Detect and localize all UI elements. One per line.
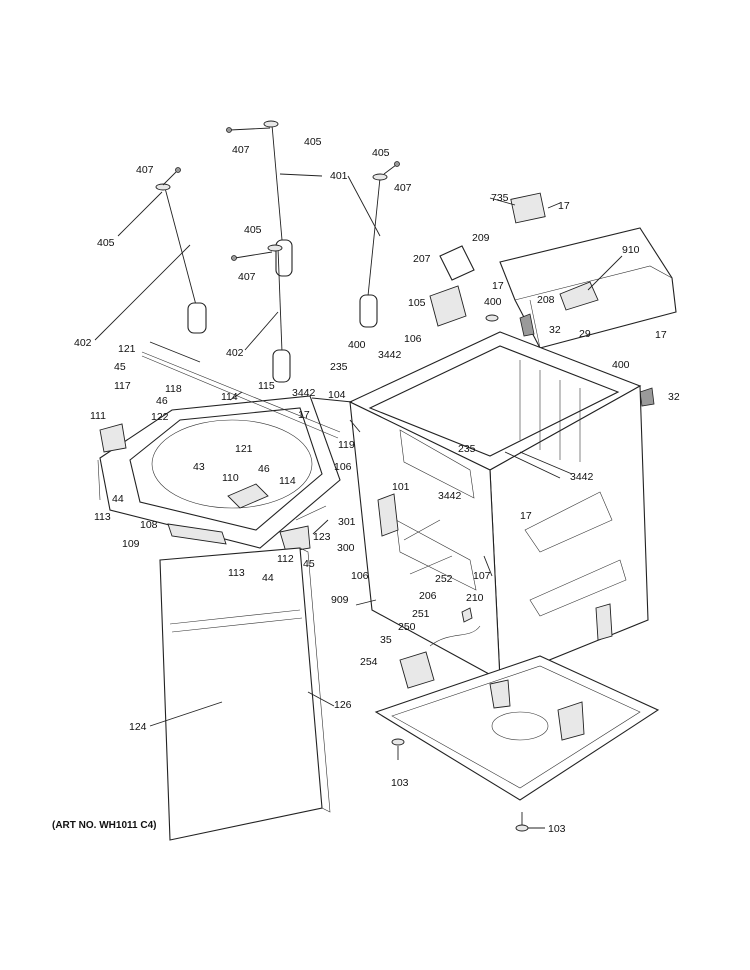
callout-105: 105 <box>408 297 426 309</box>
callout-121: 121 <box>118 343 136 355</box>
callout-17: 17 <box>492 280 504 292</box>
callout-46: 46 <box>258 463 270 475</box>
cabinet <box>348 331 649 681</box>
front-panel <box>159 547 331 841</box>
callout-300: 300 <box>337 542 355 554</box>
callout-252: 252 <box>435 573 453 585</box>
callout-29: 29 <box>579 328 591 340</box>
callout-103: 103 <box>548 823 566 835</box>
callout-405: 405 <box>97 237 115 249</box>
callout-122: 122 <box>151 411 169 423</box>
callout-3442: 3442 <box>438 490 462 502</box>
callout-115: 115 <box>258 380 275 392</box>
base-pan <box>374 607 660 832</box>
callout-405: 405 <box>304 136 322 148</box>
callout-114: 114 <box>279 475 296 487</box>
callout-110: 110 <box>222 472 239 484</box>
callout-107: 107 <box>473 570 491 582</box>
callout-17: 17 <box>298 409 310 421</box>
callout-45: 45 <box>303 558 315 570</box>
callout-43: 43 <box>193 461 205 473</box>
callout-206: 206 <box>419 590 437 602</box>
callout-3442: 3442 <box>378 349 402 361</box>
callout-35: 35 <box>380 634 392 646</box>
callout-45: 45 <box>114 361 126 373</box>
callout-17: 17 <box>655 329 667 341</box>
callout-3442: 3442 <box>292 387 316 399</box>
callout-17: 17 <box>520 510 532 522</box>
callout-46: 46 <box>156 395 168 407</box>
callout-101: 101 <box>392 481 410 493</box>
callout-235: 235 <box>458 443 476 455</box>
callout-106: 106 <box>334 461 352 473</box>
callout-250: 250 <box>398 621 416 633</box>
callout-121: 121 <box>235 443 253 455</box>
callout-126: 126 <box>334 699 352 711</box>
callout-207: 207 <box>413 253 431 265</box>
callout-109: 109 <box>122 538 140 550</box>
callout-106: 106 <box>404 333 422 345</box>
callout-106: 106 <box>351 570 369 582</box>
callout-400: 400 <box>484 296 502 308</box>
suspension-rod-right <box>359 161 400 328</box>
suspension-rod-front-left <box>231 244 291 383</box>
callout-17: 17 <box>558 200 570 212</box>
callout-405: 405 <box>244 224 262 236</box>
callout-3442: 3442 <box>570 471 594 483</box>
callout-400: 400 <box>612 359 630 371</box>
callout-407: 407 <box>136 164 154 176</box>
control-panel <box>429 192 677 407</box>
callout-401: 401 <box>330 170 348 182</box>
art-number-caption: (ART NO. WH1011 C4) <box>52 820 157 831</box>
callout-117: 117 <box>114 380 131 392</box>
callout-301: 301 <box>338 516 356 528</box>
callout-402: 402 <box>74 337 92 349</box>
callout-112: 112 <box>277 553 294 565</box>
callout-123: 123 <box>313 531 331 543</box>
callout-735: 735 <box>491 192 509 204</box>
callout-labels: 405 407 401 405 407 407 405 405 407 402 … <box>74 136 680 835</box>
callout-111: 111 <box>90 410 106 422</box>
callout-118: 118 <box>165 383 182 395</box>
callout-208: 208 <box>537 294 555 306</box>
callout-235: 235 <box>330 361 348 373</box>
callout-44: 44 <box>262 572 274 584</box>
callout-405: 405 <box>372 147 390 159</box>
callout-910: 910 <box>622 244 640 256</box>
callout-209: 209 <box>472 232 490 244</box>
callout-104: 104 <box>328 389 346 401</box>
suspension-rod-left <box>155 167 207 334</box>
callout-119: 119 <box>338 439 355 451</box>
lid-assembly <box>97 351 341 563</box>
callout-113: 113 <box>94 511 111 523</box>
callout-113: 113 <box>228 567 245 579</box>
callout-400: 400 <box>348 339 366 351</box>
callout-44: 44 <box>112 493 124 505</box>
callout-124: 124 <box>129 721 147 733</box>
callout-32: 32 <box>668 391 680 403</box>
callout-909: 909 <box>331 594 349 606</box>
callout-210: 210 <box>466 592 484 604</box>
callout-402: 402 <box>226 347 244 359</box>
callout-407: 407 <box>394 182 412 194</box>
callout-103: 103 <box>391 777 409 789</box>
callout-251: 251 <box>412 608 430 620</box>
callout-108: 108 <box>140 519 158 531</box>
callout-32: 32 <box>549 324 561 336</box>
callout-254: 254 <box>360 656 378 668</box>
leader-lines <box>94 173 623 829</box>
callout-407: 407 <box>238 271 256 283</box>
callout-407: 407 <box>232 144 250 156</box>
callout-114: 114 <box>221 391 238 403</box>
